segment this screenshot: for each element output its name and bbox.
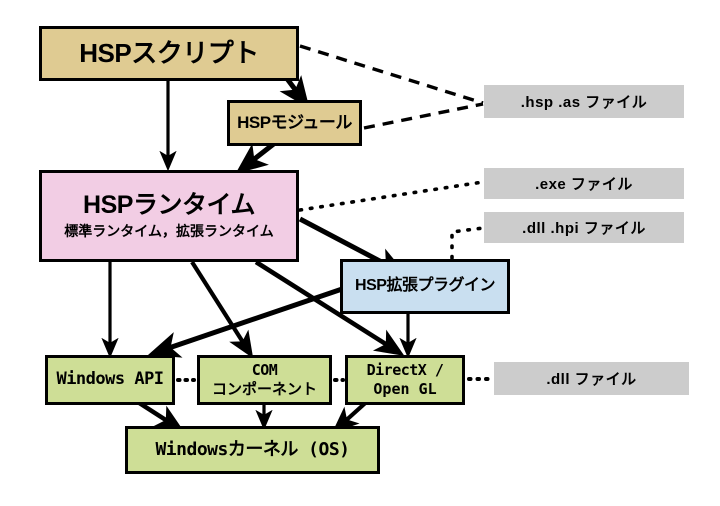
file-label-dll-hpi: .dll .hpi ファイル: [484, 212, 684, 243]
node-com-component-label-line2: コンポーネント: [211, 380, 317, 398]
node-directx-opengl[interactable]: DirectX / Open GL: [345, 355, 465, 405]
edge-script-to-hsp-file: [299, 44, 484, 105]
node-hsp-script-label: HSPスクリプト: [79, 37, 259, 68]
file-label-dll-text: .dll ファイル: [546, 371, 637, 388]
node-directx-opengl-label-line2: Open GL: [373, 380, 437, 398]
node-hsp-script[interactable]: HSPスクリプト: [39, 26, 299, 81]
edge-runtime-to-directx: [254, 260, 405, 356]
node-windows-api-label: Windows API: [56, 369, 164, 390]
node-hsp-runtime[interactable]: HSPランタイム 標準ランタイム，拡張ランタイム: [39, 170, 299, 262]
edge-plugin-to-winapi: [147, 284, 349, 358]
edge-runtime-to-com: [190, 260, 254, 359]
node-hsp-runtime-sublabel: 標準ランタイム，拡張ランタイム: [64, 223, 274, 240]
node-com-component[interactable]: COM コンポーネント: [197, 355, 332, 405]
edge-module-to-hsp-file: [363, 102, 484, 130]
file-label-dll-hpi-text: .dll .hpi ファイル: [522, 220, 646, 237]
node-hsp-runtime-label: HSPランタイム: [83, 191, 255, 220]
node-windows-api[interactable]: Windows API: [45, 355, 175, 405]
node-hsp-module-label: HSPモジュール: [237, 113, 352, 133]
node-directx-opengl-label-line1: DirectX /: [366, 360, 444, 379]
node-windows-kernel-label: Windowsカーネル (OS): [155, 438, 350, 460]
file-label-dll: .dll ファイル: [494, 362, 689, 395]
file-label-hsp-as-text: .hsp .as ファイル: [520, 94, 648, 111]
node-hsp-module[interactable]: HSPモジュール: [227, 100, 362, 146]
file-label-hsp-as: .hsp .as ファイル: [484, 85, 684, 118]
node-com-component-label-line1: COM: [251, 361, 278, 380]
edge-runtime-to-exe-file: [298, 180, 485, 212]
node-windows-kernel[interactable]: Windowsカーネル (OS): [125, 426, 380, 474]
file-label-exe-text: .exe ファイル: [535, 176, 633, 193]
file-label-exe: .exe ファイル: [484, 168, 684, 199]
edge-plugin-to-dll-hpi-file: [450, 226, 485, 260]
node-hsp-extension-plugin[interactable]: HSP拡張プラグイン: [340, 259, 510, 314]
node-hsp-extension-plugin-label: HSP拡張プラグイン: [355, 277, 495, 295]
